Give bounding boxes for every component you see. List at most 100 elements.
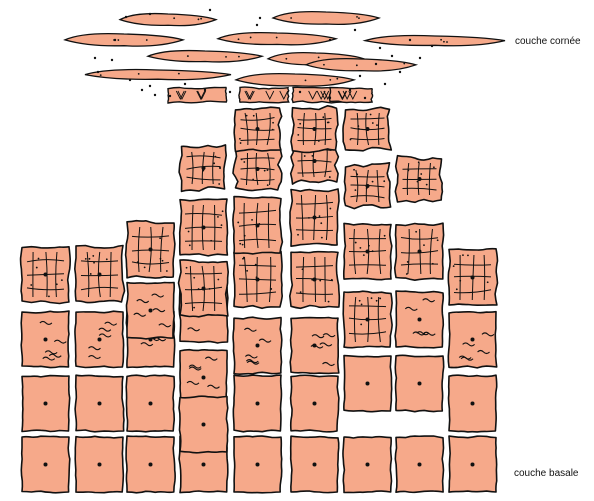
- granule-dot: [302, 268, 304, 270]
- corneocyte-flake: [85, 70, 231, 80]
- keratin-particle: [125, 16, 127, 18]
- nucleus: [471, 402, 475, 406]
- granule-dot: [355, 189, 357, 191]
- squiggle-cell: [75, 311, 124, 367]
- basal-cell: [343, 437, 392, 493]
- granule-dot: [319, 280, 321, 282]
- squiggle-cell: [21, 311, 69, 368]
- label-couche-cornee: couche cornée: [515, 36, 581, 47]
- granule-dot: [267, 184, 269, 186]
- granule-dot: [219, 167, 221, 169]
- granule-dot: [368, 245, 370, 247]
- granule-dot: [217, 216, 219, 218]
- flake-dot: [198, 18, 200, 20]
- spiny-cell: [179, 260, 229, 317]
- nucleus: [366, 184, 370, 188]
- granule-dot: [432, 263, 434, 265]
- granule-dot: [244, 235, 246, 237]
- granule-dot: [328, 301, 330, 303]
- granule-dot: [371, 297, 373, 299]
- granule-dot: [210, 240, 212, 242]
- keratin-particle: [141, 89, 143, 91]
- granule-dot: [370, 114, 372, 116]
- granule-dot: [356, 173, 358, 175]
- granule-dot: [217, 279, 219, 281]
- granule-dot: [144, 266, 146, 268]
- nucleus: [202, 287, 206, 291]
- keratin-particle: [149, 13, 151, 15]
- flake-dot: [336, 78, 338, 80]
- keratin-particle: [299, 91, 301, 93]
- granule-dot: [241, 158, 243, 160]
- nucleus: [418, 382, 422, 386]
- granule-dot: [359, 300, 361, 302]
- squiggle-cell: [448, 312, 496, 368]
- keratin-particle: [391, 55, 393, 57]
- granule-dot: [209, 288, 211, 290]
- basal-cell: [126, 436, 175, 493]
- granular-cell: [234, 107, 282, 151]
- corneocyte-flake: [306, 59, 416, 71]
- flake-outline: [148, 51, 262, 62]
- granular-cell: [395, 156, 442, 203]
- flake-dot: [138, 73, 140, 75]
- keratin-particle: [431, 45, 433, 47]
- granule-dot: [218, 183, 220, 185]
- nucleus: [202, 463, 206, 467]
- granule-dot: [363, 254, 365, 256]
- granule-dot: [160, 258, 162, 260]
- keratin-particle: [259, 17, 261, 19]
- nucleus: [366, 127, 370, 131]
- granule-dot: [318, 140, 320, 142]
- granular-cell: [291, 106, 338, 153]
- keratin-particle: [329, 39, 331, 41]
- granule-dot: [360, 324, 362, 326]
- granule-dot: [312, 155, 314, 157]
- keratin-particle: [129, 79, 131, 81]
- flake-dot: [356, 16, 358, 18]
- flake-dot: [250, 37, 252, 39]
- flake-dot: [117, 39, 119, 41]
- granule-dot: [355, 242, 357, 244]
- spiny-cell: [448, 249, 497, 306]
- keratin-particle: [204, 89, 206, 91]
- granule-dot: [222, 210, 224, 212]
- keratin-particle: [94, 57, 96, 59]
- granule-dot: [376, 124, 378, 126]
- spiny-cell: [343, 291, 392, 348]
- granule-dot: [36, 267, 38, 269]
- granule-dot: [357, 125, 359, 127]
- stratum-basale-cells: [21, 355, 496, 493]
- granule-dot: [106, 258, 108, 260]
- granule-dot: [329, 176, 331, 178]
- flake-dot: [173, 17, 175, 19]
- nucleus: [44, 402, 48, 406]
- nucleus: [313, 463, 317, 467]
- granule-dot: [407, 170, 409, 172]
- granule-dot: [379, 298, 381, 300]
- granule-dot: [376, 300, 378, 302]
- granule-dot: [239, 243, 241, 245]
- nucleus: [98, 463, 102, 467]
- keratin-particle: [154, 94, 156, 96]
- basal-cell: [234, 436, 282, 493]
- flake-outline: [236, 74, 354, 87]
- keratin-particle: [97, 71, 99, 73]
- granule-dot: [193, 307, 195, 309]
- keratin-particle: [256, 24, 258, 26]
- granular-cell: [179, 145, 226, 192]
- nucleus: [418, 318, 422, 322]
- granule-dot: [246, 270, 248, 272]
- basal-cell: [233, 375, 281, 432]
- flake-outline: [65, 34, 183, 47]
- granule-dot: [304, 155, 306, 157]
- granule-dot: [215, 156, 217, 158]
- granule-dot: [426, 184, 428, 186]
- flake-outline: [273, 12, 379, 25]
- nucleus: [471, 338, 475, 342]
- granule-dot: [252, 179, 254, 181]
- granule-dot: [331, 279, 333, 281]
- nucleus: [44, 463, 48, 467]
- spiny-cell: [180, 199, 228, 256]
- flattened-cell: [239, 87, 289, 103]
